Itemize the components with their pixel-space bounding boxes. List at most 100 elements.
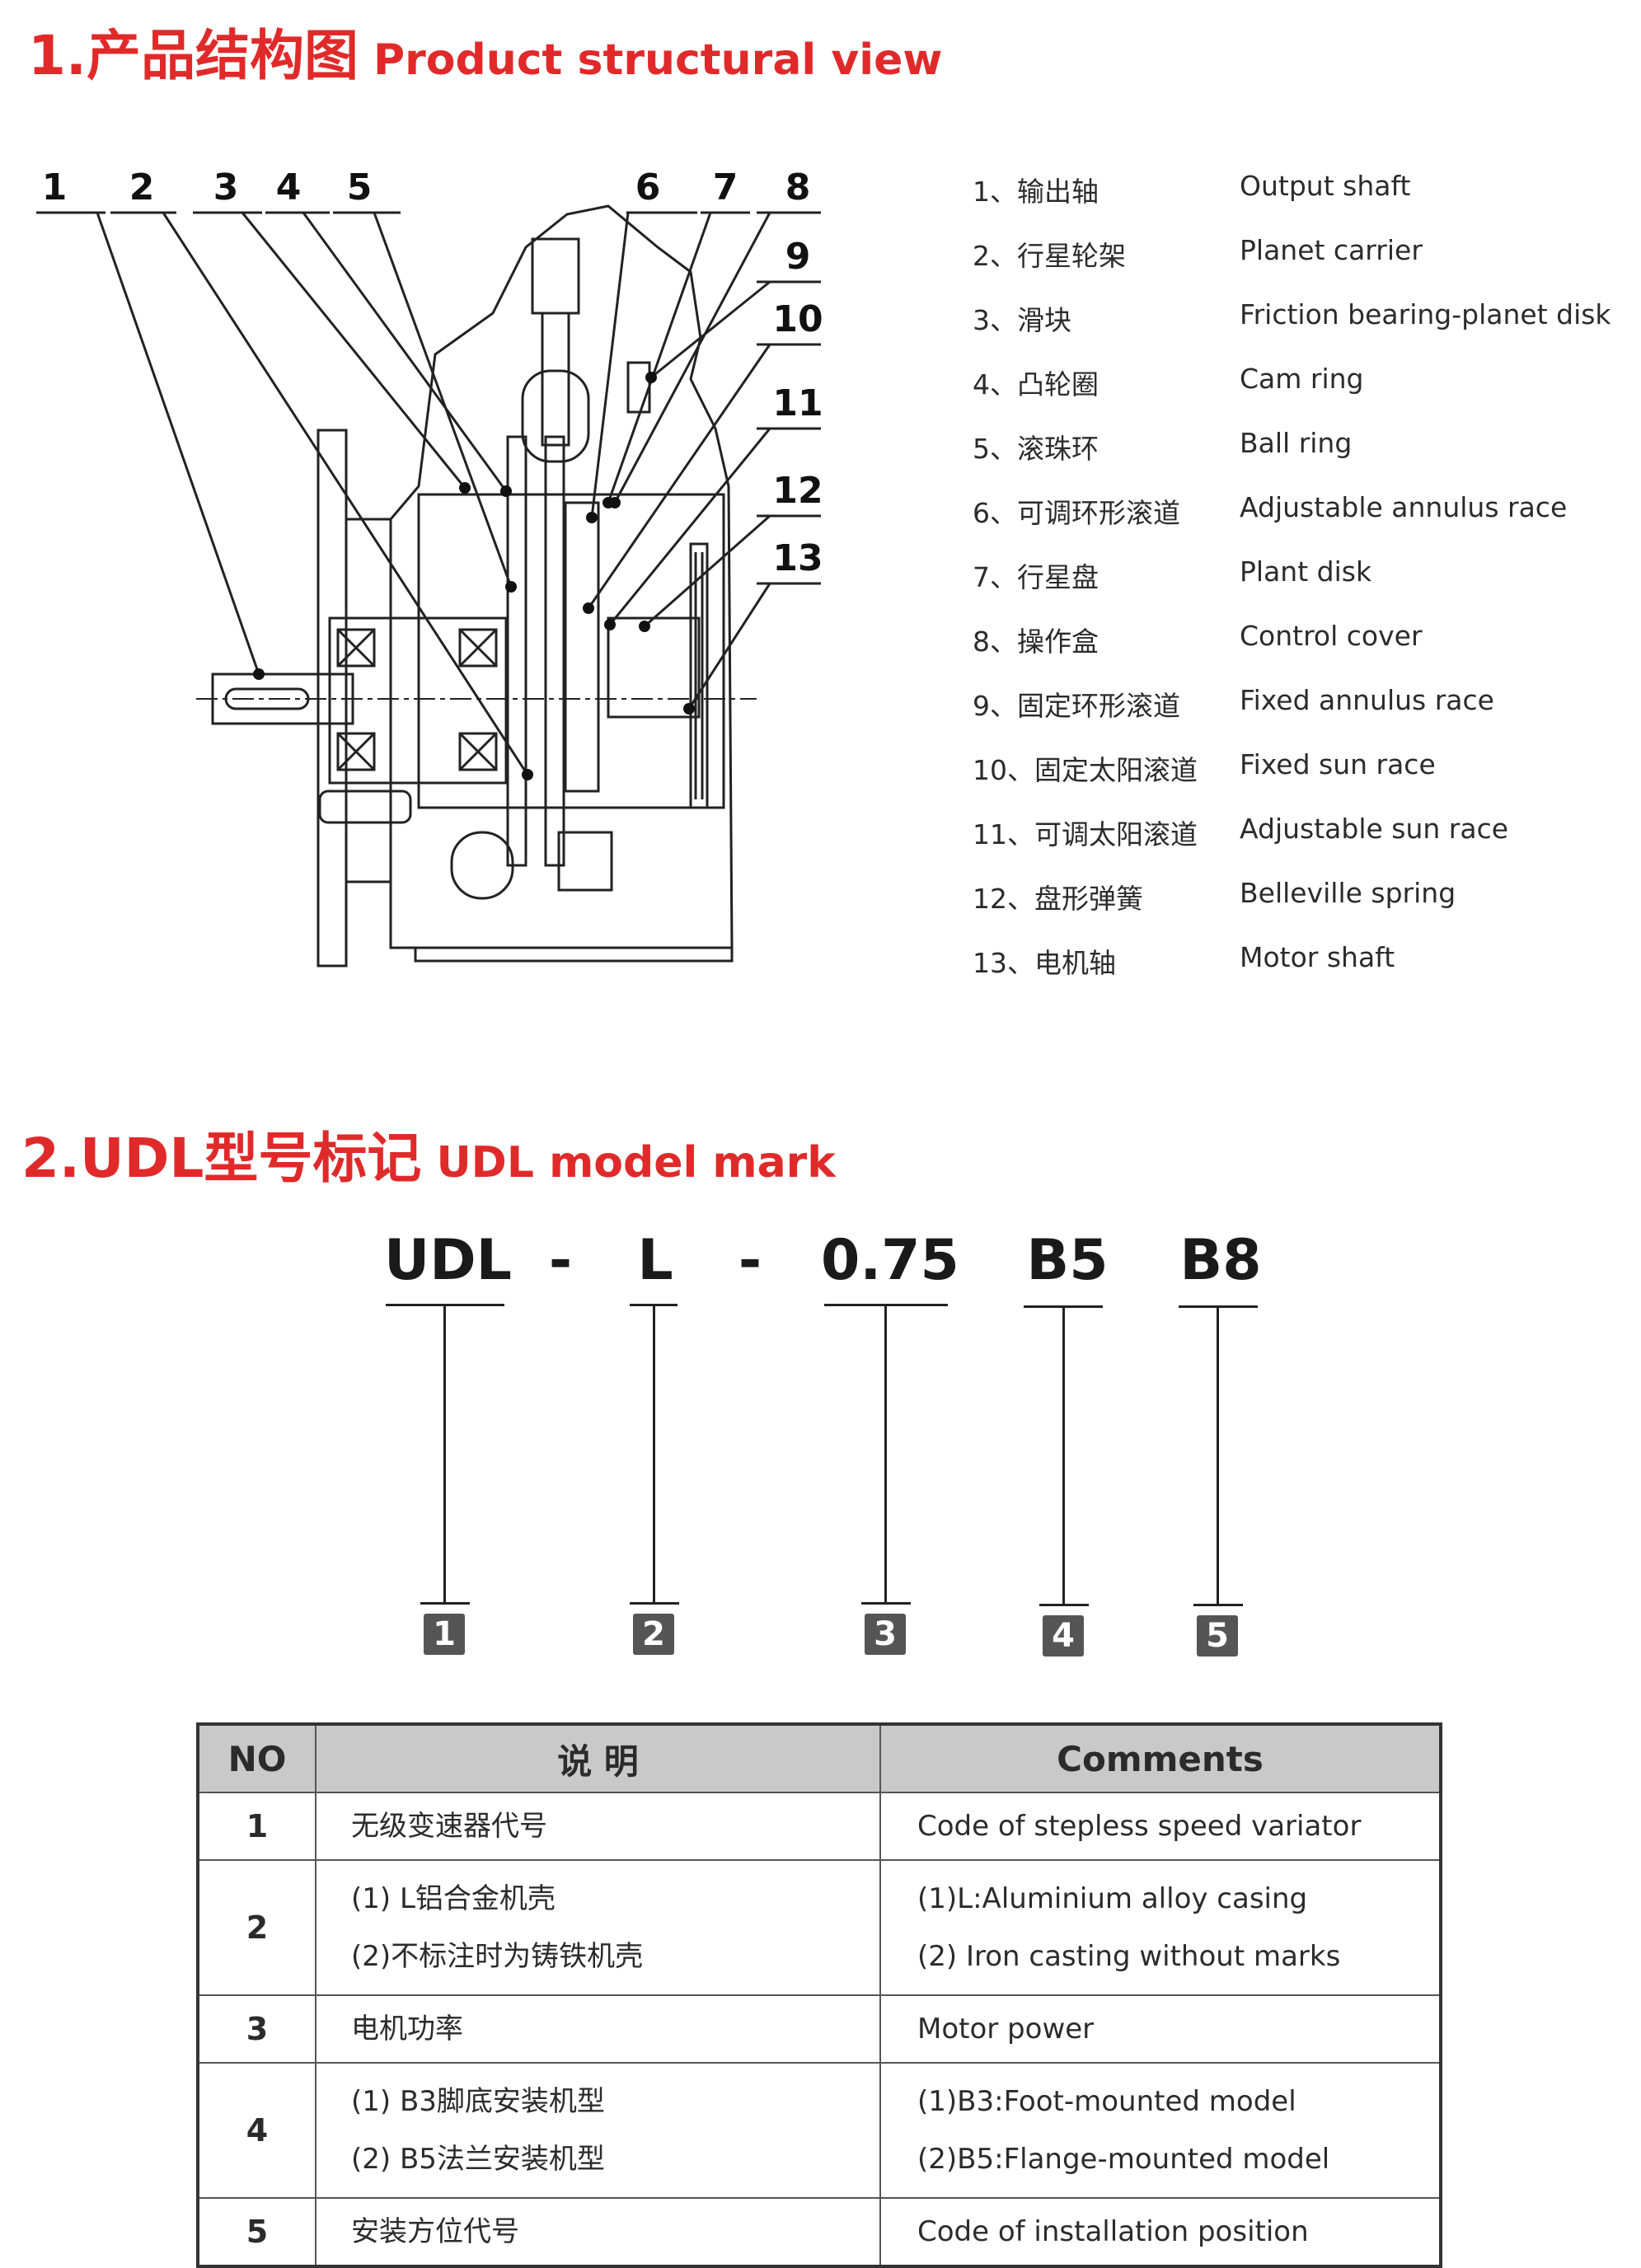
part-name-cn: 2、行星轮架 — [973, 240, 1126, 272]
code-separator: - — [548, 1228, 573, 1293]
part-item: 1、输出轴 Output shaft — [973, 170, 1410, 209]
cell-no: 1 — [197, 1792, 316, 1861]
code-segment-3: 0.75 — [821, 1228, 959, 1293]
model-mark-table: NO 说 明 Comments 1 无级变速器代号 Code of steple… — [196, 1722, 1442, 2268]
part-name-en: Output shaft — [1240, 170, 1411, 202]
part-name-en: Cam ring — [1240, 363, 1364, 395]
diagram-number: 2 — [129, 166, 155, 209]
diagram-number: 12 — [772, 470, 823, 512]
diagram-number: 7 — [713, 166, 738, 209]
badge-4: 4 — [1043, 1615, 1084, 1656]
code-leader — [653, 1305, 655, 1602]
cell-en: Code of stepless speed variator — [879, 1792, 1442, 1861]
cell-no: 4 — [197, 2062, 316, 2199]
part-name-en: Plant disk — [1240, 555, 1372, 588]
section2-title-en: UDL model mark — [436, 1138, 836, 1188]
cell-text: (2) B5法兰安装机型 — [351, 2143, 605, 2176]
code-separator: - — [738, 1228, 762, 1293]
part-name-en: Fixed annulus race — [1240, 684, 1494, 716]
badge-cap — [420, 1602, 470, 1605]
part-item: 6、可调环形滚道 Adjustable annulus race — [973, 491, 1567, 531]
part-name-en: Planet carrier — [1240, 234, 1423, 266]
cell-text: Motor power — [917, 2013, 1095, 2045]
badge-1: 1 — [424, 1614, 465, 1655]
part-item: 11、可调太阳滚道 Adjustable sun race — [973, 813, 1508, 852]
part-name-cn: 11、可调太阳滚道 — [973, 818, 1198, 850]
part-name-cn: 10、固定太阳滚道 — [973, 754, 1198, 786]
badge-cap — [1193, 1604, 1243, 1606]
cell-cn: (1) L铝合金机壳 (2)不标注时为铸铁机壳 — [315, 1859, 881, 1996]
part-name-cn: 12、盘形弹簧 — [973, 883, 1143, 915]
part-name-cn: 6、可调环形滚道 — [973, 497, 1180, 529]
part-item: 9、固定环形滚道 Fixed annulus race — [973, 684, 1494, 724]
cell-cn: 安装方位代号 — [315, 2197, 881, 2267]
diagram-number: 8 — [785, 166, 811, 209]
badge-cap — [630, 1602, 679, 1605]
part-name-en: Adjustable sun race — [1240, 813, 1509, 845]
cell-text: Code of installation position — [917, 2215, 1309, 2248]
badge-5: 5 — [1197, 1615, 1238, 1656]
diagram-number: 5 — [347, 166, 373, 209]
part-item: 2、行星轮架 Planet carrier — [973, 234, 1423, 274]
cell-text: (2)B5:Flange-mounted model — [917, 2143, 1330, 2176]
table-header-row: NO 说 明 Comments — [197, 1723, 1442, 1793]
part-name-cn: 5、滚珠环 — [973, 433, 1099, 465]
table-row: 2 (1) L铝合金机壳 (2)不标注时为铸铁机壳 (1)L:Aluminium… — [197, 1859, 1442, 1996]
part-name-cn: 4、凸轮圈 — [973, 368, 1099, 401]
part-name-cn: 1、输出轴 — [973, 176, 1099, 208]
cell-text: 电机功率 — [351, 2013, 463, 2045]
cell-en: Code of installation position — [879, 2197, 1442, 2267]
cell-no: 3 — [197, 1994, 316, 2064]
cell-no: 5 — [197, 2197, 316, 2267]
table-row: 4 (1) B3脚底安装机型 (2) B5法兰安装机型 (1)B3:Foot-m… — [197, 2062, 1442, 2199]
part-name-en: Ball ring — [1240, 427, 1353, 459]
diagram-number: 6 — [635, 166, 661, 209]
diagram-number: 4 — [276, 166, 302, 209]
part-name-cn: 3、滑块 — [973, 304, 1071, 336]
diagram-number: 10 — [772, 298, 823, 340]
part-name-en: Control cover — [1240, 620, 1423, 652]
cell-text: (1) L铝合金机壳 — [351, 1882, 556, 1915]
part-item: 7、行星盘 Plant disk — [973, 555, 1371, 595]
code-leader — [443, 1305, 446, 1602]
diagram-number: 3 — [213, 166, 239, 209]
code-segment-1: UDL — [384, 1228, 512, 1293]
cell-text: (1)L:Aluminium alloy casing — [917, 1882, 1308, 1915]
cell-text: Code of stepless speed variator — [917, 1810, 1362, 1843]
part-name-cn: 8、操作盒 — [973, 626, 1099, 658]
code-leader — [884, 1305, 887, 1602]
diagram-number: 11 — [772, 382, 823, 424]
diagram-number: 13 — [772, 537, 823, 579]
code-segment-2: L — [637, 1228, 673, 1293]
diagram-number: 9 — [785, 236, 811, 278]
code-underline — [1179, 1305, 1258, 1308]
badge-2: 2 — [633, 1614, 674, 1655]
cell-en: (1)L:Aluminium alloy casing (2) Iron cas… — [879, 1859, 1442, 1996]
header-en: Comments — [879, 1723, 1442, 1793]
cell-en: Motor power — [879, 1994, 1442, 2064]
section2-title: 2.UDL型号标记 UDL model mark — [21, 1114, 836, 1193]
cell-text: 无级变速器代号 — [351, 1810, 547, 1843]
code-leader — [1217, 1307, 1219, 1604]
code-underline — [386, 1304, 504, 1306]
code-segment-5: B8 — [1179, 1228, 1262, 1293]
cell-en: (1)B3:Foot-mounted model (2)B5:Flange-mo… — [879, 2062, 1442, 2199]
part-name-en: Adjustable annulus race — [1240, 491, 1568, 523]
cell-cn: (1) B3脚底安装机型 (2) B5法兰安装机型 — [315, 2062, 881, 2199]
part-name-cn: 7、行星盘 — [973, 561, 1099, 593]
table-row: 1 无级变速器代号 Code of stepless speed variato… — [197, 1792, 1442, 1861]
cell-text: 安装方位代号 — [351, 2215, 519, 2248]
part-name-en: Fixed sun race — [1240, 748, 1436, 780]
section1-title-cn: 1.产品结构图 — [28, 24, 359, 87]
code-segment-4: B5 — [1026, 1228, 1109, 1293]
cell-text: (2)不标注时为铸铁机壳 — [351, 1940, 644, 1973]
code-underline — [630, 1304, 677, 1306]
section2-title-cn: 2.UDL型号标记 — [21, 1127, 422, 1190]
part-name-cn: 9、固定环形滚道 — [973, 690, 1180, 722]
code-underline — [824, 1304, 948, 1306]
cell-no: 2 — [197, 1859, 316, 1996]
